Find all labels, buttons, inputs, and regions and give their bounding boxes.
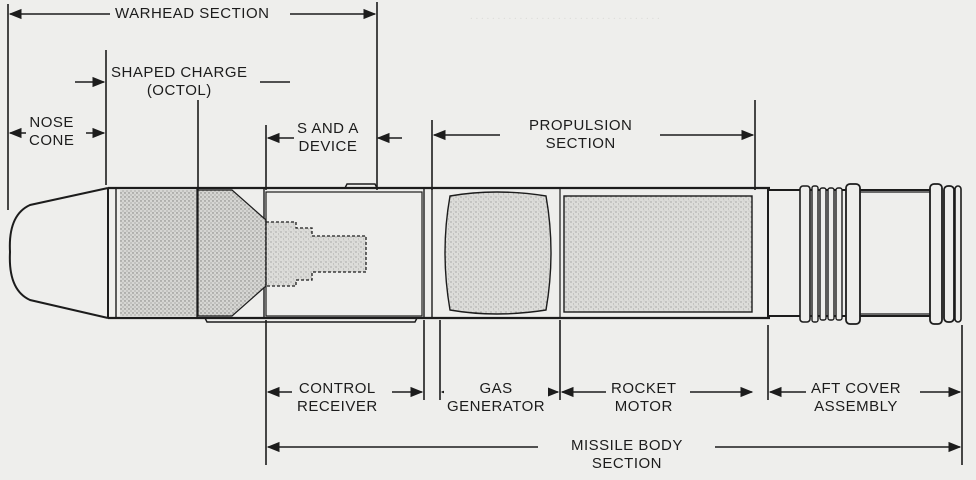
background-bleed-text: . . . . . . . . . . . . . . . . . . . . … — [470, 10, 660, 22]
nose-cone-label: NOSE CONE — [26, 114, 78, 150]
missile-body-section-label: MISSILE BODY SECTION — [568, 437, 686, 473]
gas-generator-shape — [444, 191, 552, 315]
shaped-charge-fill — [120, 190, 196, 316]
gas-generator-label: GAS GENERATOR — [444, 380, 549, 416]
shaped-charge-cone — [197, 189, 267, 317]
propulsion-section-label: PROPULSION SECTION — [526, 117, 636, 153]
rocket-motor-shape — [563, 195, 753, 313]
s-and-a-device-shape — [265, 221, 367, 287]
aft-cover-shape — [768, 183, 962, 325]
warhead-section-label: WARHEAD SECTION — [112, 5, 273, 23]
control-receiver-label: CONTROL RECEIVER — [294, 380, 381, 416]
aft-cover-assembly-label: AFT COVER ASSEMBLY — [808, 380, 905, 416]
rocket-motor-label: ROCKET MOTOR — [608, 380, 680, 416]
s-and-a-device-label: S AND A DEVICE — [294, 120, 362, 156]
shaped-charge-label: SHAPED CHARGE (OCTOL) — [108, 64, 251, 100]
